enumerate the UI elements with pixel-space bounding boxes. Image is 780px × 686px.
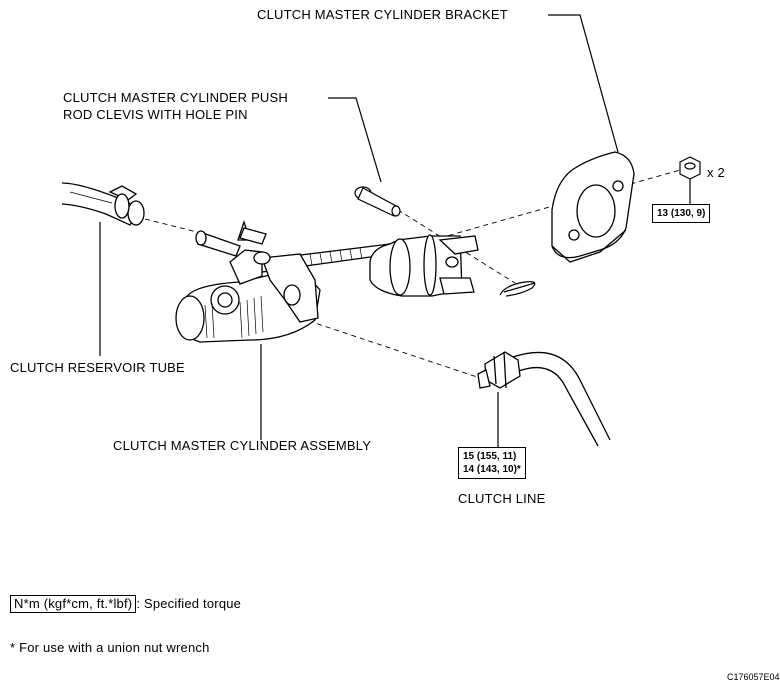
torque-bracket-nut-value: 13 (130, 9) [657, 208, 706, 219]
torque-legend: N*m (kgf*cm, ft.*lbf): Specified torque [10, 595, 241, 613]
clutch-line-label: CLUTCH LINE [458, 491, 546, 506]
torque-bracket-nut: 13 (130, 9) [652, 204, 711, 223]
torque-legend-units: N*m (kgf*cm, ft.*lbf) [10, 595, 137, 613]
leader-pushrod [328, 97, 382, 183]
pushrod-label-line1: CLUTCH MASTER CYLINDER PUSH [63, 90, 288, 105]
bracket-label: CLUTCH MASTER CYLINDER BRACKET [257, 7, 508, 22]
master-cylinder [175, 219, 479, 343]
footnote: * For use with a union nut wrench [10, 640, 210, 655]
clip [499, 281, 536, 297]
bracket [551, 151, 635, 263]
figure-id: C176057E04 [727, 672, 780, 682]
torque-legend-suffix: : Specified torque [136, 596, 242, 611]
leader-bracket [548, 14, 619, 153]
torque-clutch-line-value-1: 15 (155, 11) [463, 451, 517, 462]
torque-clutch-line-value-2: 14 (143, 10)* [463, 464, 521, 475]
pushrod-label-line2: ROD CLEVIS WITH HOLE PIN [63, 107, 248, 122]
reservoir-tube [61, 182, 145, 226]
nut-quantity-label: x 2 [707, 165, 725, 180]
reservoir-tube-label: CLUTCH RESERVOIR TUBE [10, 360, 185, 375]
nut [679, 156, 701, 180]
torque-clutch-line: 15 (155, 11) 14 (143, 10)* [458, 447, 526, 479]
clevis-pin [354, 186, 401, 217]
assembly-label: CLUTCH MASTER CYLINDER ASSEMBLY [113, 438, 372, 453]
clutch-line [477, 351, 611, 447]
